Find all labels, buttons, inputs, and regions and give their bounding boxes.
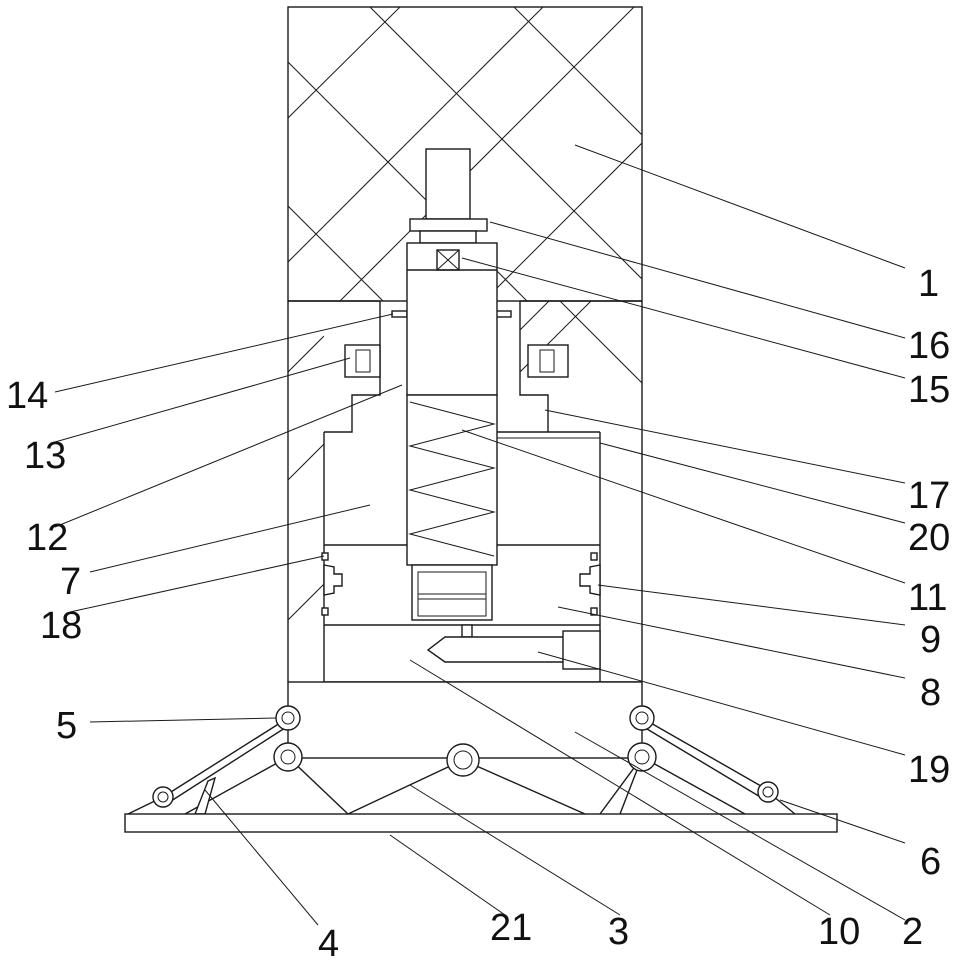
label-17: 17 <box>908 475 950 517</box>
label-19: 19 <box>908 749 950 791</box>
label-15: 15 <box>908 369 950 411</box>
side-clamp-left <box>322 553 342 615</box>
label-13: 13 <box>24 435 66 477</box>
pin-right <box>496 311 511 317</box>
label-4: 4 <box>318 923 339 963</box>
label-12: 12 <box>26 517 68 559</box>
side-clamp-right <box>580 553 600 615</box>
central-shaft <box>407 243 497 620</box>
pin-left <box>392 311 407 317</box>
label-9: 9 <box>920 619 941 661</box>
clamp-block-left <box>345 345 380 377</box>
label-2: 2 <box>902 911 923 953</box>
label-7: 7 <box>60 561 81 603</box>
label-21: 21 <box>490 907 532 949</box>
label-6: 6 <box>920 841 941 883</box>
label-11: 11 <box>908 577 947 619</box>
label-10: 10 <box>818 911 860 953</box>
label-20: 20 <box>908 517 950 559</box>
label-16: 16 <box>908 325 950 367</box>
label-5: 5 <box>56 705 77 747</box>
label-1: 1 <box>918 263 939 305</box>
clamp-block-right <box>528 345 568 377</box>
label-14: 14 <box>6 375 48 417</box>
label-8: 8 <box>920 672 941 714</box>
label-3: 3 <box>608 911 629 953</box>
label-18: 18 <box>40 605 82 647</box>
